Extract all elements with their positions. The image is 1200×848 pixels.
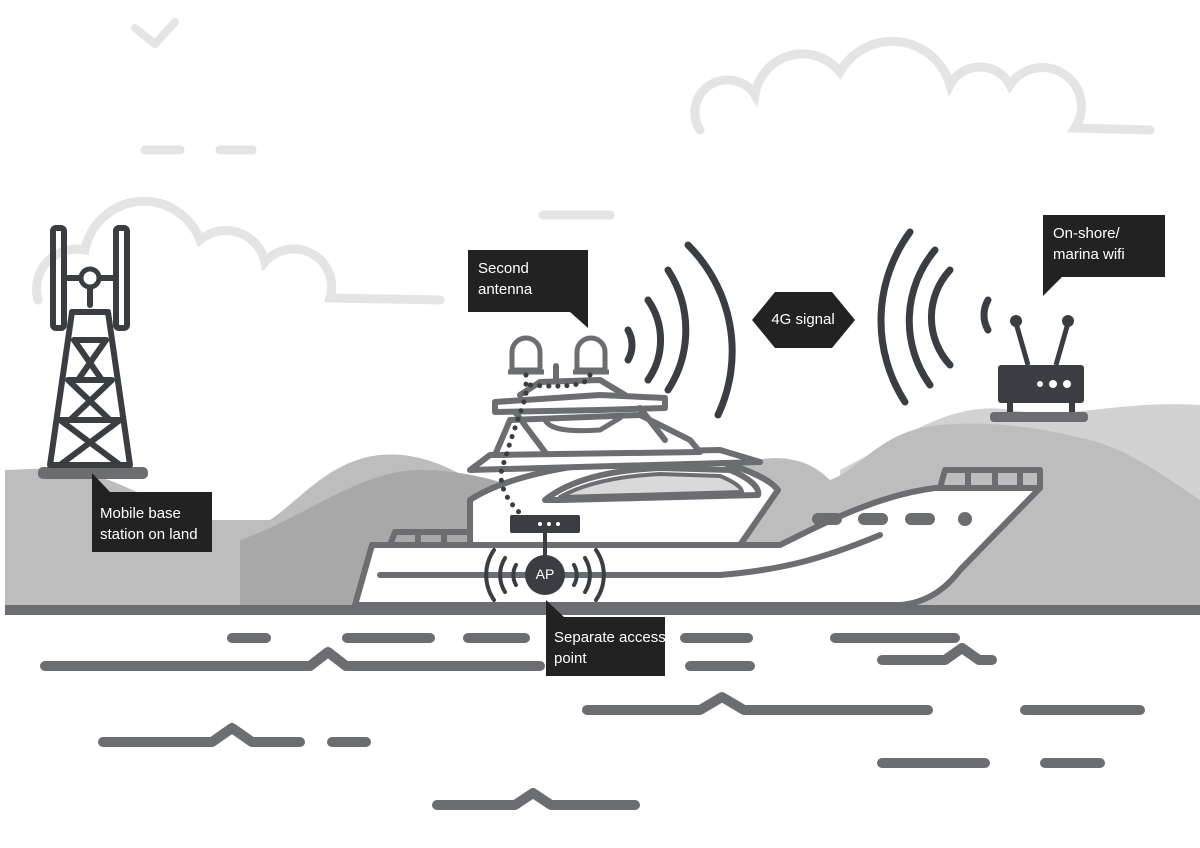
callout-onshore-wifi: On-shore/ marina wifi — [1053, 225, 1125, 263]
bird-icon — [131, 18, 179, 48]
cell-tower-icon — [38, 225, 148, 479]
callout-second-antenna: Second antenna — [478, 260, 533, 298]
callout-onshore-box — [1043, 215, 1165, 296]
water-waves — [40, 633, 1145, 810]
signal-wave-icon — [877, 228, 992, 406]
cloud-icon — [31, 196, 445, 305]
callout-access-point-box — [546, 600, 665, 676]
access-point-icon — [484, 548, 606, 602]
signal-hexagon — [752, 292, 855, 348]
signal-wave-icon — [624, 241, 736, 419]
callout-access-point: Separate access point — [554, 629, 666, 667]
callout-base-station-box — [92, 473, 212, 552]
signal-label: 4G signal — [771, 311, 835, 328]
antenna-cable — [498, 372, 593, 521]
callout-base-station: Mobile base station on land — [100, 505, 198, 543]
ap-label: AP — [535, 566, 555, 582]
cloud-icon — [140, 36, 1155, 220]
router-icon — [990, 315, 1088, 422]
antenna-icon — [508, 335, 609, 375]
callout-second-antenna-box — [468, 250, 588, 328]
